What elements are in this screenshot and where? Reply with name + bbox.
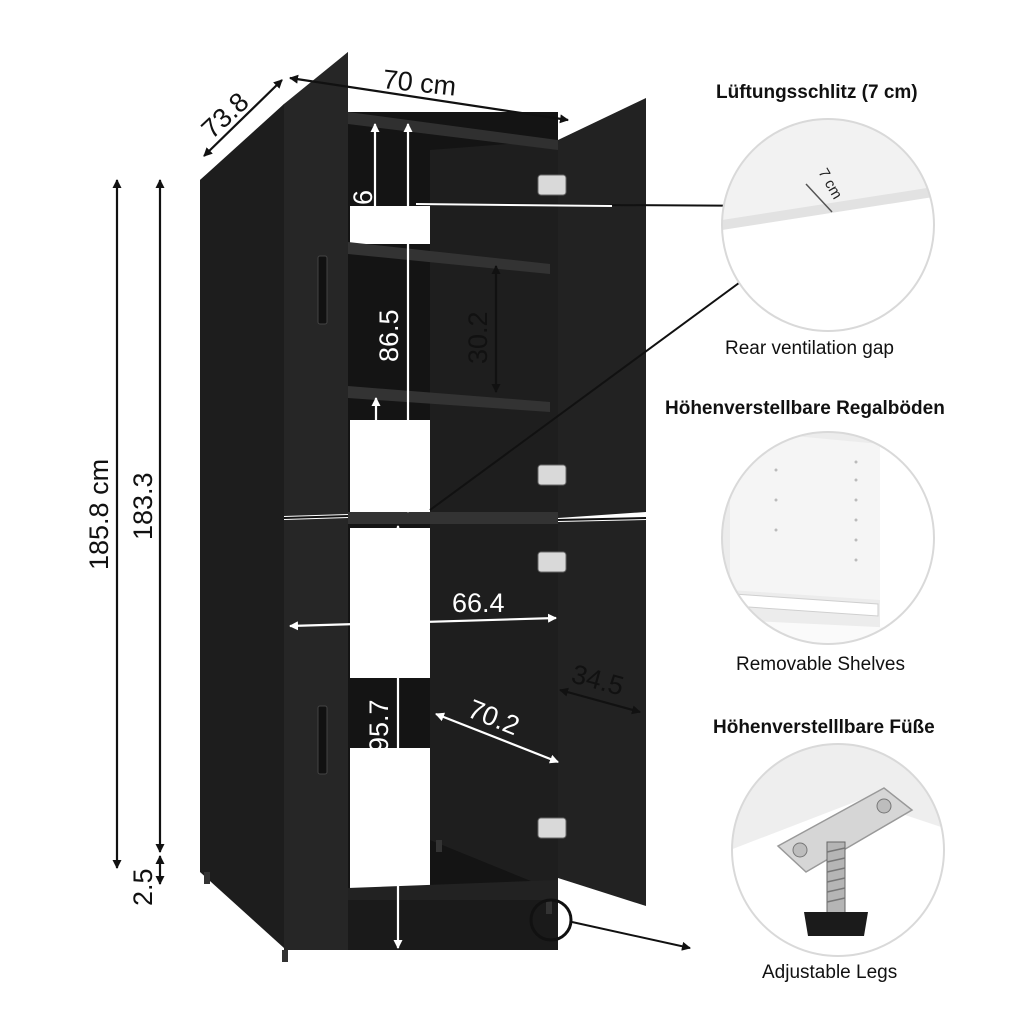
cabinet-left-side (200, 104, 284, 948)
leg-highlight-circle (529, 898, 573, 942)
dim-bottom-inner-height: 95.7 (364, 699, 394, 752)
legs-heading: Höhenverstelllbare Füße (713, 717, 935, 738)
ventilation-detail: 7 cm (721, 118, 935, 332)
dim-middle-compartment: 30.2 (463, 311, 493, 364)
leg-foot (804, 912, 868, 936)
dim-width-outer: 70 cm (381, 64, 457, 102)
dim-height-total: 185.8 cm (84, 459, 114, 570)
shelf-2 (348, 386, 550, 412)
legs-detail (731, 743, 945, 957)
dim-lower-compartment: 26 (348, 442, 378, 472)
shelves-heading: Höhenverstellbare Regalböden (665, 398, 945, 419)
ventilation-heading: Lüftungsschlitz (7 cm) (716, 82, 918, 103)
dimension-lines (112, 74, 641, 885)
shelves-detail (721, 431, 935, 645)
left-lower-door (284, 518, 348, 950)
shelf-middle (348, 512, 558, 524)
dim-depth-outer: 73.8 (196, 87, 255, 145)
cabinet (200, 52, 647, 962)
dim-upper-inner-height: 86.5 (374, 309, 404, 362)
legs-caption: Adjustable Legs (762, 962, 898, 983)
ventilation-caption: Rear ventilation gap (725, 338, 894, 359)
left-upper-door (284, 52, 348, 516)
dimension-lines-white (289, 123, 559, 949)
shelves-caption: Removable Shelves (736, 654, 905, 675)
right-upper-door (558, 98, 646, 518)
dim-height-body: 183.3 (128, 472, 158, 540)
dim-inner-width: 66.4 (452, 588, 505, 618)
dim-leg-height: 2.5 (128, 868, 158, 906)
right-lower-door (558, 520, 646, 906)
upper-door-handle (317, 255, 328, 325)
lower-door-handle (317, 705, 328, 775)
dim-top-compartment: 26 (348, 190, 378, 220)
hinge-icon (537, 174, 567, 839)
